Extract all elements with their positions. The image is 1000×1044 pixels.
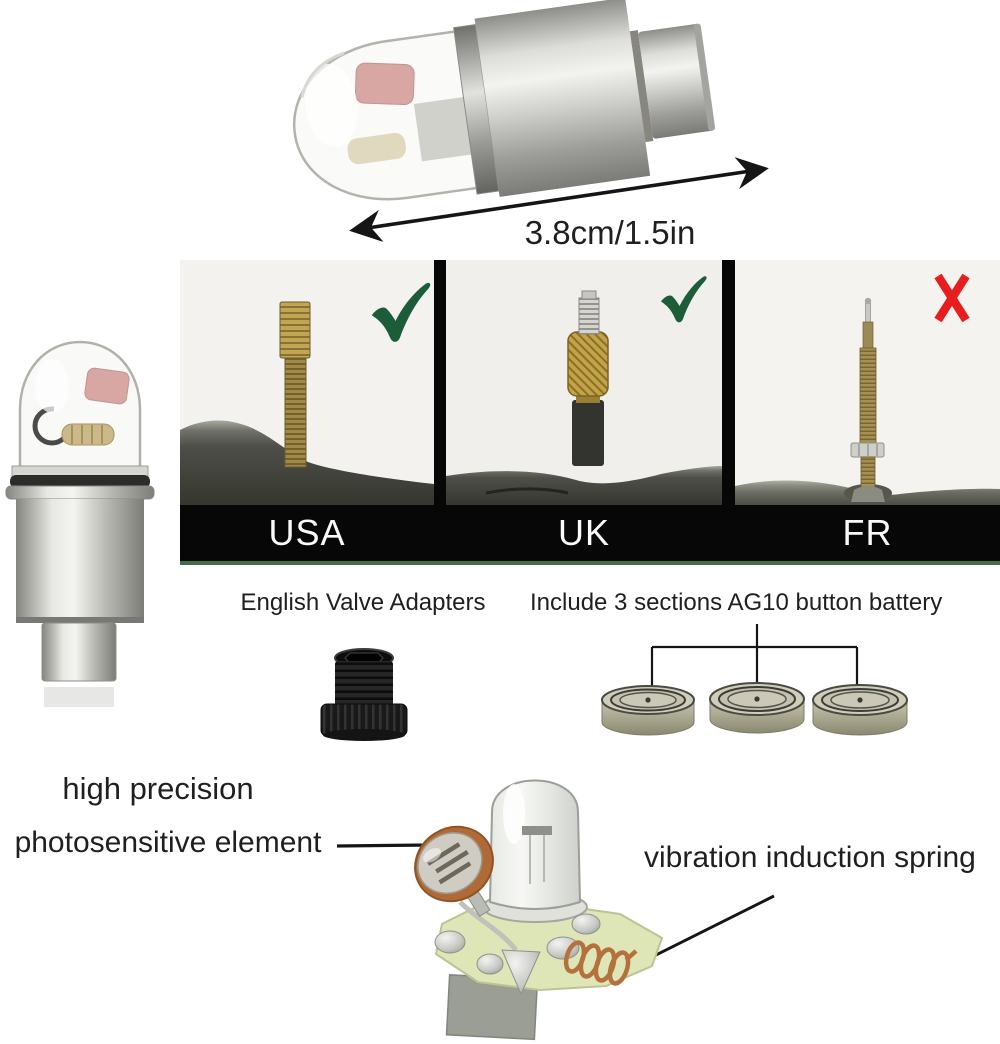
- precision-label: high precision: [62, 771, 254, 806]
- solder-blob: [434, 930, 466, 954]
- panel-uk: UK: [446, 260, 722, 561]
- panel-fr: FR: [735, 260, 1000, 561]
- check-icon: [371, 282, 431, 342]
- dimension-arrow-icon: [349, 157, 769, 242]
- metal-cone: [501, 949, 541, 996]
- solder-blob: [476, 953, 504, 975]
- dimension-label: 3.8cm/1.5in: [524, 214, 696, 251]
- battery-3: [812, 684, 908, 736]
- adapters-title: English Valve Adapters: [240, 589, 486, 616]
- photosensitive-callout-line: [336, 843, 432, 848]
- photoresistor: [414, 825, 494, 918]
- led-bulb: [488, 779, 582, 910]
- panel-usa-photo: [180, 260, 434, 505]
- valve-light-body-side: [5, 340, 155, 707]
- panel-uk-photo: [446, 260, 722, 505]
- valve-compatibility-section: USA: [180, 260, 1000, 565]
- cross-icon: [934, 273, 970, 323]
- battery-title: Include 3 sections AG10 button battery: [530, 589, 943, 616]
- photosensitive-label: photosensitive element: [14, 826, 322, 859]
- vibration-spring: [563, 940, 638, 986]
- panel-fr-photo: [735, 260, 1000, 505]
- valve-light-photo-top: [292, 0, 716, 201]
- presta-valve-photo: [735, 260, 1000, 505]
- valve-adapter-photo: [320, 648, 408, 741]
- panel-usa-label: USA: [268, 512, 346, 553]
- component-lead: [458, 900, 518, 952]
- battery-2: [709, 682, 805, 734]
- solder-blob: [546, 936, 580, 960]
- woods-valve-photo: [446, 260, 722, 505]
- spring-label: vibration induction spring: [644, 841, 976, 874]
- battery-bracket-lines: [650, 624, 859, 692]
- panel-uk-label: UK: [557, 512, 610, 553]
- button-batteries-photo: [601, 682, 908, 736]
- valve-light-body-top: [292, 0, 716, 201]
- circuit-board-photo: [414, 779, 664, 1041]
- check-icon: [661, 276, 707, 323]
- schrader-valve-photo: [180, 260, 434, 505]
- valve-light-photo-side: [5, 340, 155, 707]
- panel-fr-label: FR: [842, 512, 893, 553]
- panel-usa: USA: [180, 260, 434, 561]
- battery-1: [601, 685, 695, 736]
- solder-blob: [571, 913, 601, 935]
